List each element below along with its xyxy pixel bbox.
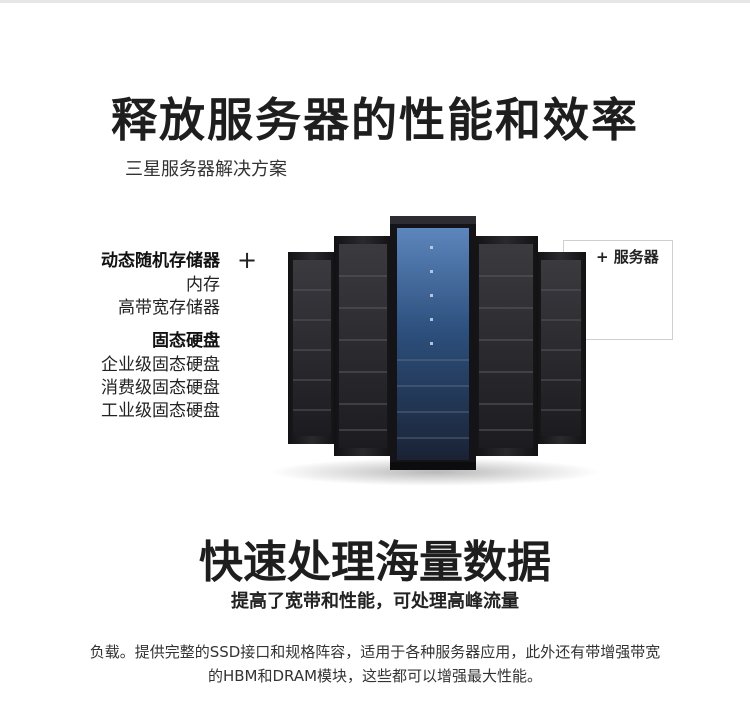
- server-label: + 服务器: [596, 248, 659, 266]
- ssd-heading: 固态硬盘: [152, 331, 220, 351]
- rack-right: [474, 236, 538, 456]
- ssd-group: 固态硬盘 企业级固态硬盘 消费级固态硬盘 工业级固态硬盘: [101, 328, 220, 423]
- rack-center: [390, 216, 476, 470]
- rack-far-right: [536, 252, 586, 444]
- description-line: 的HBM和DRAM模块，这些都可以增强最大性能。: [207, 667, 543, 685]
- ssd-item: 企业级固态硬盘: [101, 355, 220, 375]
- section-headline: 快速处理海量数据: [199, 537, 551, 588]
- page-headline: 释放服务器的性能和效率: [111, 93, 639, 147]
- plus-icon: +: [237, 246, 258, 274]
- description-line: 负载。提供完整的SSD接口和规格阵容，适用于各种服务器应用，此外还有带增强带宽: [89, 643, 661, 661]
- top-divider: [0, 0, 750, 3]
- dram-item: 内存: [186, 275, 220, 295]
- rack-left: [334, 236, 392, 456]
- rack-far-left: [288, 252, 336, 444]
- dram-group: 动态随机存储器 内存 高带宽存储器: [101, 248, 220, 320]
- dram-heading: 动态随机存储器: [101, 251, 220, 271]
- section-subheadline: 提高了宽带和性能，可处理高峰流量: [231, 591, 519, 612]
- ssd-item: 工业级固态硬盘: [101, 401, 220, 421]
- page-subtitle: 三星服务器解决方案: [125, 159, 287, 180]
- memory-product-list: 动态随机存储器 内存 高带宽存储器 固态硬盘 企业级固态硬盘 消费级固态硬盘 工…: [101, 248, 220, 431]
- ssd-item: 消费级固态硬盘: [101, 378, 220, 398]
- server-racks-illustration: [270, 216, 600, 486]
- description-paragraph: 负载。提供完整的SSD接口和规格阵容，适用于各种服务器应用，此外还有带增强带宽 …: [0, 640, 750, 688]
- dram-item: 高带宽存储器: [118, 298, 220, 318]
